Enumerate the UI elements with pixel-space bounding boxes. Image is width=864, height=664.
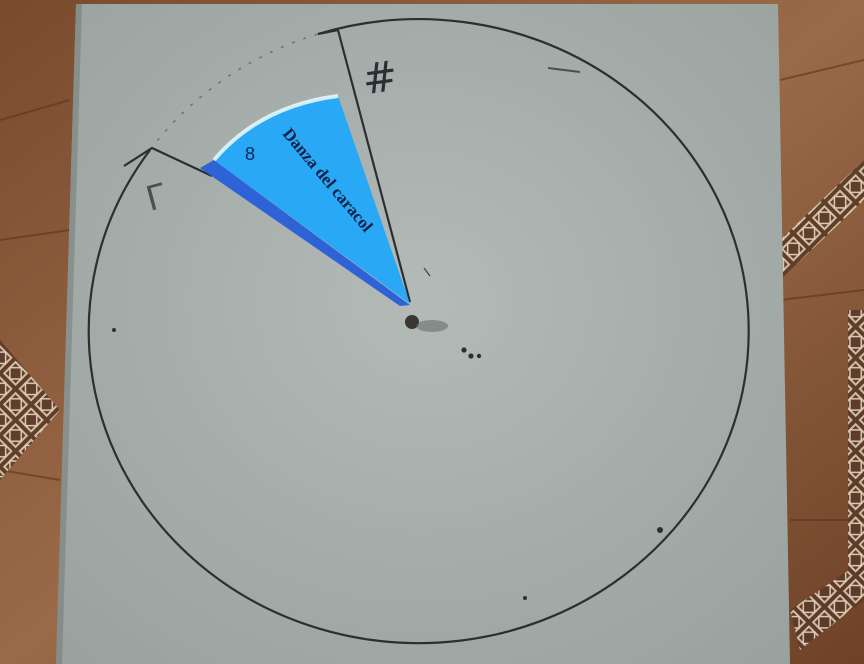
hash-marker: # bbox=[359, 51, 401, 104]
pencil-scratch bbox=[423, 267, 431, 277]
floor-tile-border-right-edge bbox=[848, 310, 864, 570]
ink-dot bbox=[461, 347, 467, 353]
dial-outline bbox=[87, 18, 750, 645]
highlight-sector-rim bbox=[212, 94, 339, 162]
ink-dot bbox=[112, 328, 116, 332]
floor-tile-border-right-top bbox=[780, 160, 864, 280]
pencil-tick bbox=[547, 67, 581, 73]
center-pin bbox=[405, 315, 419, 329]
wedge-edge-left bbox=[123, 146, 213, 177]
highlight-sector-shadow bbox=[200, 160, 410, 306]
ink-dot bbox=[468, 353, 474, 359]
floor-tile-border-left bbox=[0, 340, 60, 480]
ink-dot bbox=[523, 596, 527, 600]
paper-sheet bbox=[56, 4, 790, 664]
sector-number: 8 bbox=[245, 144, 255, 164]
highlight-sector bbox=[214, 96, 410, 304]
center-smudge bbox=[416, 320, 448, 332]
cutout-faint-arc bbox=[149, 33, 319, 151]
floor-plank-lines bbox=[0, 59, 864, 521]
floor-tile-border-right-bottom bbox=[790, 560, 864, 650]
wedge-edge-right bbox=[317, 28, 412, 303]
ink-dot bbox=[657, 527, 663, 533]
ink-dot bbox=[476, 353, 482, 359]
paper-edge-shadow bbox=[56, 4, 82, 664]
